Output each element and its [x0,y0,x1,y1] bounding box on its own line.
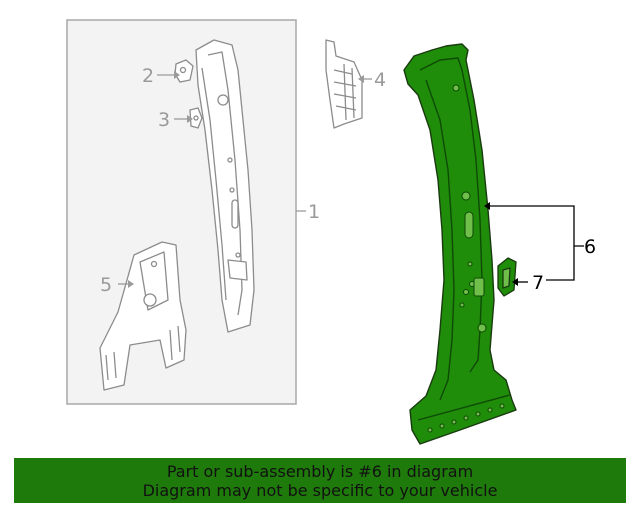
callout-3: 3 [158,109,170,131]
banner-line-1: Part or sub-assembly is #6 in diagram [166,461,474,481]
reinforcement-part-4 [325,39,363,129]
callout-7: 7 [532,272,544,294]
bracket-part-2 [174,59,194,83]
leader-line-6 [490,205,584,247]
callout-1: 1 [308,201,320,223]
leader-lines [118,71,584,288]
lower-bracket-part-5 [99,241,187,391]
b-pillar-part-6 [403,43,517,445]
inner-pillar-part [195,39,255,333]
banner-line-2: Diagram may not be specific to your vehi… [142,480,498,500]
info-banner: Part or sub-assembly is #6 in diagram Di… [14,458,626,503]
leader-line-6b [546,246,575,281]
bracket-part-7 [497,257,517,297]
callout-2: 2 [142,65,154,87]
callout-6: 6 [584,236,596,258]
callout-5: 5 [100,274,112,296]
callout-4: 4 [374,69,386,91]
clip-part-3 [189,107,203,129]
